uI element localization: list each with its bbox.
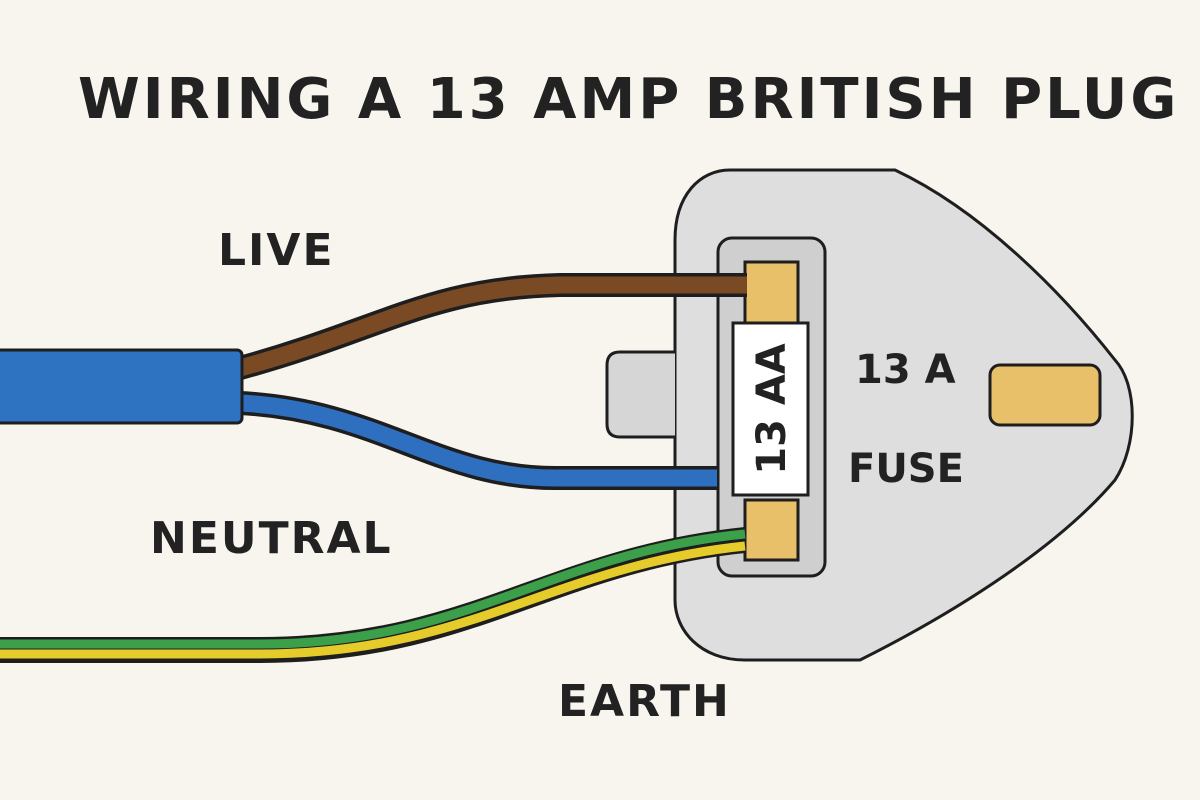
plug-pin [988,363,1102,427]
earth-label: EARTH [558,676,731,727]
earth-wire-green [0,529,746,649]
neutral-label: NEUTRAL [150,513,393,564]
fuse-marking: 13 AA [749,343,795,475]
fuse-cartridge [731,321,810,497]
fuse-rating-label: 13 A [855,347,956,393]
plug-side-notch [605,350,675,439]
fuse-word-label: FUSE [848,446,964,492]
earth-terminal [743,498,800,562]
diagram-title: WIRING A 13 AMP BRITISH PLUG [78,67,1179,132]
cable-sheath [0,348,244,425]
live-wire [237,276,747,377]
live-label: LIVE [218,225,335,276]
neutral-wire [239,394,717,487]
earth-wire-yellow [0,541,746,659]
live-terminal [743,260,800,326]
